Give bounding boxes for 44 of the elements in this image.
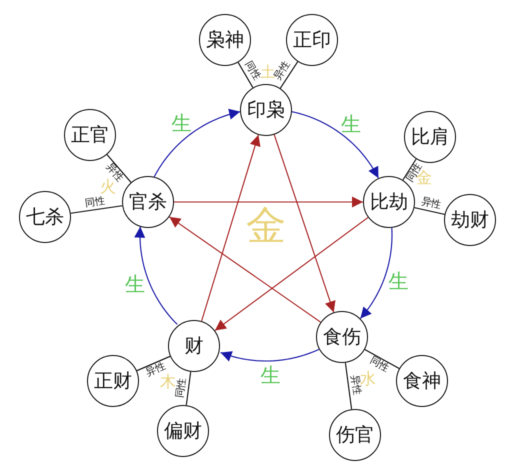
circle-node: 财: [168, 320, 220, 372]
connector-line: [364, 349, 400, 369]
circle-node: 偏财: [157, 405, 209, 457]
arrow: [274, 134, 336, 313]
circle-node: 官杀: [122, 176, 174, 228]
element-label: 金: [246, 206, 286, 246]
circle-node: 正财: [87, 355, 139, 407]
edge-label: 生: [125, 274, 146, 294]
arrow: [292, 111, 379, 178]
circle-node: 食伤: [316, 311, 368, 363]
circle-node: 印枭: [240, 84, 292, 136]
edge-label: 生: [341, 114, 362, 134]
circle-node: 七杀: [19, 191, 71, 243]
element-label: 水: [360, 371, 376, 387]
arrow: [134, 226, 178, 325]
edge-label: 异性: [349, 374, 362, 396]
edge-label: 生: [388, 270, 408, 291]
circle-node: 食神: [396, 355, 448, 407]
connector-line: [238, 62, 254, 88]
element-label: 土: [260, 64, 276, 80]
connector-line: [344, 362, 352, 410]
edge-label: 同性: [84, 196, 106, 209]
arrow: [154, 108, 240, 178]
arrow: [201, 134, 260, 322]
edge-label: 生: [171, 113, 192, 134]
arrow: [360, 228, 393, 319]
connector-line: [136, 356, 170, 372]
edge-label: 异性: [420, 197, 442, 212]
arrow: [174, 196, 363, 208]
connector-line: [280, 61, 298, 89]
connector-line: [414, 207, 445, 215]
connector-line: [70, 205, 122, 214]
circle-node: 正官: [64, 109, 116, 161]
circle-node: 比肩: [404, 111, 456, 163]
edge-label: 同性: [175, 377, 188, 398]
connector-line: [106, 154, 132, 183]
arrow: [220, 348, 320, 362]
connector-line: [402, 158, 417, 180]
connector-line: [186, 372, 192, 406]
circle-node: 劫财: [444, 194, 496, 246]
arrow: [169, 216, 321, 323]
arrow: [214, 217, 368, 331]
circle-node: 伤官: [329, 409, 381, 461]
edge-label: 生: [260, 364, 281, 385]
